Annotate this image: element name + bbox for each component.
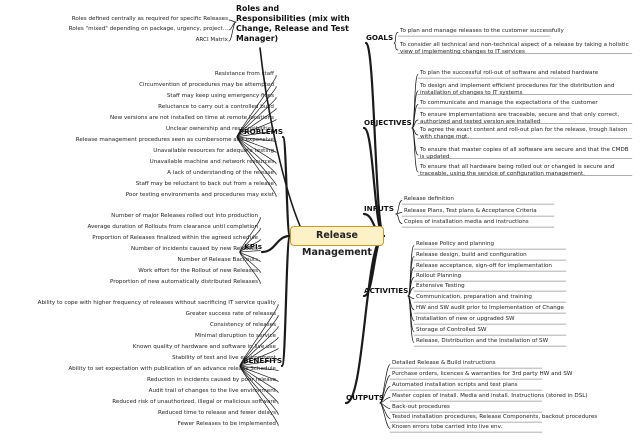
connector-line — [393, 42, 399, 51]
benefits-item[interactable]: Reduced time to release and fewer delays — [157, 410, 276, 416]
objectives-item[interactable]: To ensure implementations are traceable,… — [420, 112, 620, 125]
connector-line — [395, 200, 403, 215]
connector-line — [236, 136, 277, 197]
kpis-item[interactable]: Work effort for the Rollout of new Relea… — [138, 268, 258, 274]
connector-line — [395, 213, 403, 224]
benefits-item[interactable]: Known quality of hardware and software i… — [132, 344, 276, 350]
benefits-item[interactable]: Audit trail of changes to the live envir… — [148, 388, 276, 394]
problems-item[interactable]: Release management procedures seen as cu… — [75, 137, 274, 143]
objectives-item[interactable]: To ensure that master copies of all soft… — [420, 147, 629, 160]
kpis-item[interactable]: Proportion of new automatically distribu… — [110, 279, 258, 285]
problems-item[interactable]: Unavailable resources for adequate testi… — [153, 148, 274, 154]
problems-item[interactable]: Unclear ownership and responsibilities — [166, 126, 274, 132]
problems-label[interactable]: PROBLEMS — [238, 127, 283, 136]
activities-item[interactable]: Release Policy and planning — [416, 241, 495, 247]
inputs-label[interactable]: INPUTS — [364, 204, 394, 213]
connector-line — [228, 21, 237, 42]
objectives-item[interactable]: To ensure that all hardware being rolled… — [420, 164, 615, 177]
problems-item[interactable]: Staff may be reluctant to back out from … — [135, 181, 274, 187]
benefits-item[interactable]: Consistency of releases — [209, 322, 276, 328]
problems-item[interactable]: Resistance from staff — [214, 71, 274, 77]
problems-item[interactable]: A lack of understanding of the release — [167, 170, 274, 176]
goals-label[interactable]: GOALS — [366, 33, 394, 42]
problems-item[interactable]: Circumvention of procedures may be attem… — [139, 82, 274, 88]
benefits-item[interactable]: Stability of test and live environment — [172, 355, 276, 361]
connector-line — [280, 234, 292, 368]
outputs-item[interactable]: Detailed Release & Build instructions — [392, 360, 496, 366]
activities-item[interactable]: Extensive Testing — [416, 283, 465, 289]
outputs-label[interactable]: OUTPUTS — [346, 393, 385, 402]
connector-line — [407, 295, 415, 343]
central-topic[interactable]: Release Management — [290, 226, 384, 258]
objectives-item[interactable]: To agree the exact content and roll-out … — [420, 127, 628, 140]
connector-line — [259, 47, 301, 227]
connector-line — [239, 251, 261, 284]
activities-item[interactable]: Rollout Planning — [416, 273, 462, 279]
objectives-item[interactable]: To design and implement efficient proced… — [420, 83, 615, 96]
activities-item[interactable]: Storage of Controlled SW — [416, 327, 487, 333]
activities-item[interactable]: Release design, build and configuration — [416, 252, 527, 258]
benefits-item[interactable]: Ability to set expectation with publicat… — [68, 366, 276, 372]
kpis-item[interactable]: Number of Release Backouts — [177, 257, 258, 263]
outputs-item[interactable]: Known errors tobe carried into live env. — [392, 424, 503, 430]
connector-line — [411, 104, 419, 129]
problems-item[interactable]: Reluctance to carry out a controlled bui… — [158, 104, 274, 110]
activities-item[interactable]: Communication, preparation and training — [416, 294, 532, 300]
activities-item[interactable]: HW and SW audit prior to Implementation … — [416, 305, 564, 311]
kpis-item[interactable]: Number of major Releases rolled out into… — [111, 213, 258, 219]
outputs-item[interactable]: Back-out procedures — [392, 404, 450, 410]
roles-item[interactable]: ARCI Matrix — [195, 37, 228, 43]
outputs-item[interactable]: Purchase orders, licences & warranties f… — [392, 371, 573, 377]
connector-line — [379, 402, 391, 429]
objectives-label[interactable]: OBJECTIVES — [364, 118, 412, 127]
benefits-item[interactable]: Reduction in incidents caused by poor re… — [146, 377, 276, 383]
benefits-label[interactable]: BENEFITS — [243, 356, 282, 365]
inputs-item[interactable]: Release definition — [404, 196, 454, 202]
roles-title[interactable]: Roles and Responsibilities (mix with Cha… — [236, 4, 350, 43]
benefits-item[interactable]: Fewer Releases to be implemented — [177, 421, 276, 427]
inputs-item[interactable]: Release Plans, Test plans & Acceptance C… — [404, 208, 537, 214]
activities-item[interactable]: Release acceptance, sign-off for impleme… — [416, 263, 552, 269]
goals-item[interactable]: To consider all technical and non-techni… — [400, 42, 629, 55]
roles-item[interactable]: Roles "mixed" depending on package, urge… — [68, 26, 228, 32]
kpis-label[interactable]: KPIs — [244, 242, 262, 251]
benefits-item[interactable]: Ability to cope with higher frequency of… — [37, 300, 276, 306]
connector-line — [260, 234, 292, 254]
benefits-item[interactable]: Reduced risk of unauthorized, illegal or… — [112, 399, 276, 405]
kpis-item[interactable]: Average duration of Rollouts from cleara… — [87, 224, 259, 230]
objectives-item[interactable]: To plan the successful roll-out of softw… — [420, 70, 599, 76]
connector-line — [239, 365, 279, 426]
connector-line — [411, 119, 419, 129]
outputs-item[interactable]: Master copies of install. Media and inst… — [392, 393, 588, 399]
problems-item[interactable]: Poor testing environments and procedures… — [125, 192, 274, 198]
problems-item[interactable]: Unavailable machine and network resource… — [149, 159, 274, 165]
problems-item[interactable]: New versions are not installed on time a… — [109, 115, 274, 121]
connector-line — [228, 19, 237, 23]
benefits-item[interactable]: Minimal disruption to service — [194, 333, 276, 339]
connector-line — [344, 234, 386, 405]
kpis-item[interactable]: Number of incidents caused by new Releas… — [130, 246, 258, 252]
inputs-item[interactable]: Copies of installation media and instruc… — [404, 219, 529, 225]
activities-item[interactable]: Release, Distribution and the Installati… — [416, 338, 549, 344]
outputs-item[interactable]: Automated installation scripts and test … — [392, 382, 518, 388]
roles-item[interactable]: Roles defined centrally as required for … — [71, 16, 228, 22]
objectives-item[interactable]: To communicate and manage the expectatio… — [420, 100, 598, 106]
connector-line — [239, 365, 279, 371]
kpis-item[interactable]: Proportion of Releases finalized within … — [92, 235, 258, 241]
activities-item[interactable]: Installation of new or upgraded SW — [416, 316, 515, 322]
activities-label[interactable]: ACTIVITIES — [364, 286, 409, 295]
problems-item[interactable]: Staff may keep using emergency fixes — [166, 93, 274, 99]
goals-item[interactable]: To plan and manage releases to the custo… — [400, 28, 564, 34]
benefits-item[interactable]: Greater success rate of releases — [185, 311, 276, 317]
connector-line — [393, 32, 399, 44]
outputs-item[interactable]: Tested installation procedures, Release … — [392, 414, 598, 420]
connector-line — [411, 127, 419, 173]
